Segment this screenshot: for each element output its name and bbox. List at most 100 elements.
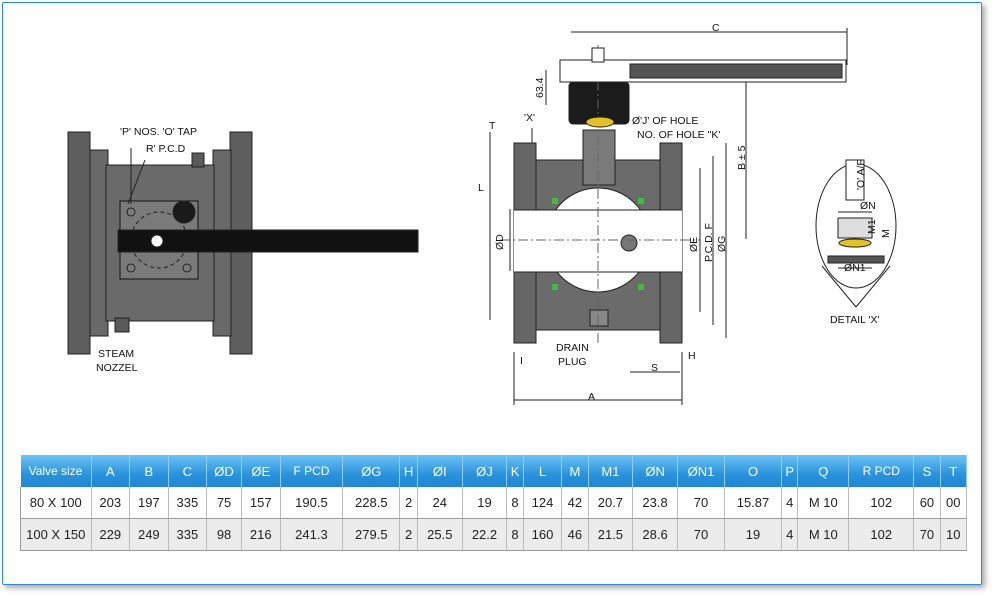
table-cell: 2 — [399, 518, 418, 551]
table-cell: 4 — [781, 518, 799, 551]
table-cell: 80 X 100 — [20, 487, 92, 519]
nozzel-label: NOZZEL — [96, 362, 138, 374]
th-j: ØJ — [462, 455, 508, 487]
table-cell: 279.5 — [342, 518, 401, 551]
table-cell: 229 — [91, 518, 131, 551]
th-n1: ØN1 — [677, 455, 726, 487]
table-cell: 100 X 150 — [20, 518, 92, 551]
th-t: T — [940, 455, 968, 487]
table-cell: 98 — [206, 518, 242, 551]
dim-e-label: ØE — [688, 236, 700, 252]
table-cell: 124 — [523, 487, 563, 519]
hole-j-label: Ø'J' OF HOLE — [632, 115, 699, 127]
table-cell: 20.7 — [588, 487, 634, 519]
dim-l-label: L — [478, 182, 484, 194]
drain-label: DRAIN — [556, 342, 589, 354]
table-cell: 19 — [462, 487, 508, 519]
table-cell: 10 — [940, 518, 968, 551]
table-cell: 228.5 — [342, 487, 401, 519]
table-cell: 8 — [506, 518, 524, 551]
th-k: K — [506, 455, 524, 487]
th-r-pcd: R PCD — [848, 455, 915, 487]
dim-pcd-f-label: P.C.D. F — [703, 223, 715, 262]
table-cell: 46 — [561, 518, 589, 551]
th-s: S — [913, 455, 941, 487]
table-cell: 160 — [523, 518, 563, 551]
table-cell: 60 — [913, 487, 941, 519]
table-cell: 241.3 — [280, 518, 344, 551]
th-m1: M1 — [588, 455, 634, 487]
table-cell: 197 — [129, 487, 169, 519]
table-cell: 2 — [399, 487, 418, 519]
steam-label: STEAM — [98, 348, 135, 360]
detail-m1-label: M1 — [866, 219, 878, 234]
dim-b-label: B ± 5 — [736, 145, 748, 170]
tap-label: 'P' NOS. 'O' TAP — [120, 126, 198, 138]
table-cell: M 10 — [797, 487, 850, 519]
detail-oaf-label: 'O' A/F — [855, 159, 867, 190]
table-row: 100 X 150 229 249 335 98 216 241.3 279.5… — [20, 518, 968, 551]
top-view — [67, 131, 419, 355]
th-l: L — [523, 455, 563, 487]
table-cell: 00 — [940, 487, 968, 519]
table-cell: 70 — [913, 518, 941, 551]
th-h: H — [399, 455, 418, 487]
th-d: ØD — [206, 455, 242, 487]
table-cell: 157 — [241, 487, 281, 519]
th-p: P — [781, 455, 799, 487]
detail-m-label: M — [880, 229, 892, 238]
th-c: C — [168, 455, 208, 487]
dim-i-label: I — [520, 355, 523, 367]
th-a: A — [91, 455, 131, 487]
spec-table: Valve size A B C ØD ØE F PCD ØG H ØI ØJ … — [20, 455, 968, 551]
table-cell: 4 — [781, 487, 799, 519]
th-m: M — [561, 455, 589, 487]
table-cell: 21.5 — [588, 518, 634, 551]
dim-g-label: ØG — [716, 235, 728, 252]
hole-k-label: NO. OF HOLE "K' — [637, 129, 721, 141]
table-header-row: Valve size A B C ØD ØE F PCD ØG H ØI ØJ … — [20, 455, 968, 487]
table-cell: 249 — [129, 518, 169, 551]
th-b: B — [129, 455, 169, 487]
dim-a-label: A — [588, 391, 596, 403]
table-cell: 15.87 — [724, 487, 782, 519]
table-cell: 70 — [677, 518, 726, 551]
table-row: 80 X 100 203 197 335 75 157 190.5 228.5 … — [20, 487, 968, 519]
detail-x — [815, 159, 897, 308]
dim-h-label: H — [688, 350, 696, 362]
th-o: O — [724, 455, 782, 487]
table-cell: 70 — [677, 487, 726, 519]
table-cell: 335 — [168, 487, 208, 519]
table-cell: 22.2 — [462, 518, 508, 551]
dim-s-label: S — [651, 362, 659, 374]
detail-n-label: ØN — [860, 200, 876, 212]
table-cell: 75 — [206, 487, 242, 519]
th-f-pcd: F PCD — [280, 455, 344, 487]
th-q: Q — [797, 455, 850, 487]
th-i: ØI — [417, 455, 463, 487]
section-view — [489, 28, 848, 405]
dim-d-label: ØD — [494, 234, 506, 250]
table-cell: M 10 — [797, 518, 850, 551]
table-cell: 42 — [561, 487, 589, 519]
th-g: ØG — [342, 455, 401, 487]
dim-634-label: 63.4 — [534, 77, 546, 98]
valve-drawing — [67, 28, 897, 405]
table-cell: 23.8 — [632, 487, 678, 519]
table-cell: 25.5 — [417, 518, 463, 551]
plug-label: PLUG — [558, 356, 587, 368]
table-cell: 19 — [724, 518, 782, 551]
table-cell: 203 — [91, 487, 131, 519]
table-cell: 216 — [241, 518, 281, 551]
table-cell: 102 — [848, 518, 915, 551]
detail-x-caption: DETAIL 'X' — [830, 314, 880, 326]
detail-n1-label: ØN1 — [844, 262, 866, 274]
dim-t-label: T — [489, 120, 496, 132]
th-valve-size: Valve size — [20, 455, 92, 487]
table-cell: 102 — [848, 487, 915, 519]
dim-c-label: C — [712, 22, 720, 34]
table-cell: 28.6 — [632, 518, 678, 551]
th-e: ØE — [241, 455, 281, 487]
x-marker-label: 'X' — [524, 112, 536, 124]
th-n: ØN — [632, 455, 678, 487]
